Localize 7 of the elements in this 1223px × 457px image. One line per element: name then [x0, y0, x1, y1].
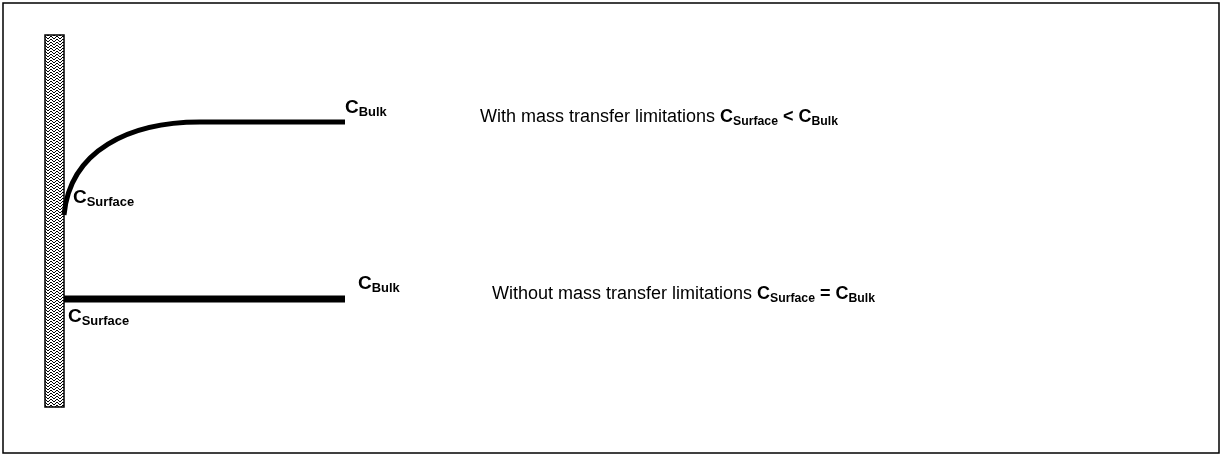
concentration-symbol: C$_{Bulk}$ — [345, 96, 387, 120]
concentration-symbol: C$_{Surface}$ — [68, 305, 130, 329]
condition-statement: Without mass transfer limitations C$_{Surface}$ = C$_{Bulk}$ — [492, 283, 875, 306]
hatched-wall — [44, 34, 65, 408]
concentration-symbol: C$_{Bulk}$ — [358, 272, 400, 296]
concentration-symbol: C$_{Surface}$ — [73, 186, 135, 210]
condition-statement: With mass transfer limitations C$_{Surface}$ < C$_{Bulk}$ — [480, 106, 838, 129]
